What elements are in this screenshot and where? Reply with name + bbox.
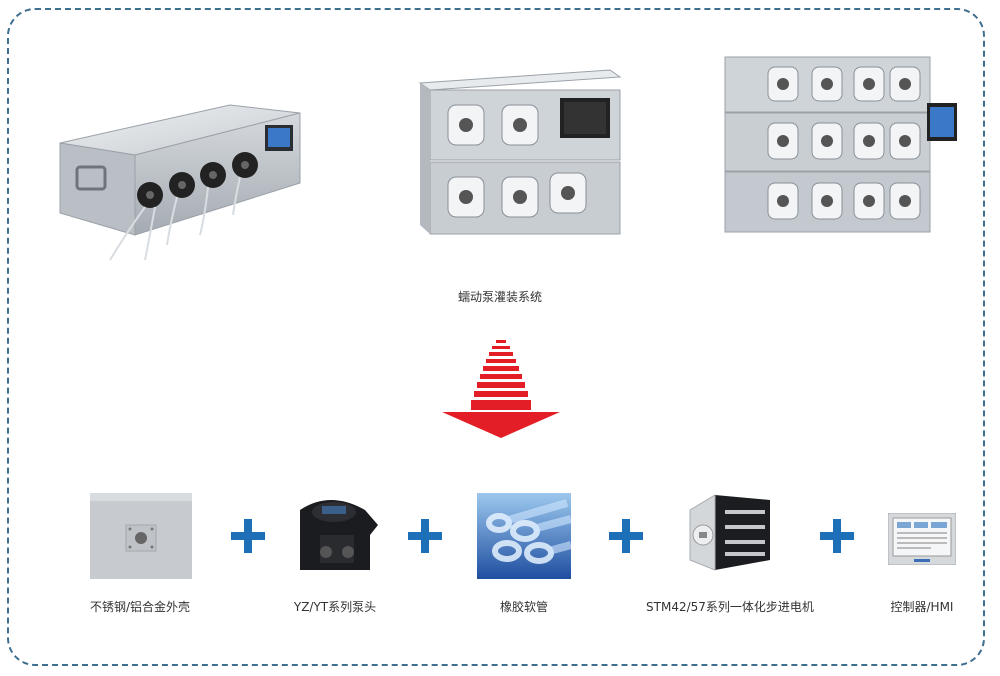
four-head-filling-system-image [59, 104, 301, 261]
pump-head-icon [300, 500, 378, 570]
plus-icon [231, 519, 265, 553]
enclosure-box-icon [90, 493, 192, 579]
plus-icon [408, 519, 442, 553]
twelve-head-filling-cabinet-image [724, 56, 957, 233]
component-label-pump-head: YZ/YT系列泵头 [293, 600, 377, 614]
five-head-filling-cabinet-image [418, 69, 622, 235]
component-label-stepper-motor: STM42/57系列一体化步进电机 [646, 600, 814, 614]
rubber-tube-icon [477, 493, 571, 579]
down-arrow-icon [442, 340, 560, 438]
plus-icon [609, 519, 643, 553]
plus-icon [820, 519, 854, 553]
system-caption: 蠕动泵灌装系统 [457, 290, 542, 304]
stepper-motor-icon [689, 494, 770, 571]
component-label-tube: 橡胶软管 [499, 600, 548, 614]
hmi-controller-icon [888, 513, 956, 565]
component-label-hmi: 控制器/HMI [890, 600, 954, 614]
dashed-frame [7, 8, 985, 666]
component-label-enclosure: 不锈钢/铝合金外壳 [89, 600, 191, 614]
